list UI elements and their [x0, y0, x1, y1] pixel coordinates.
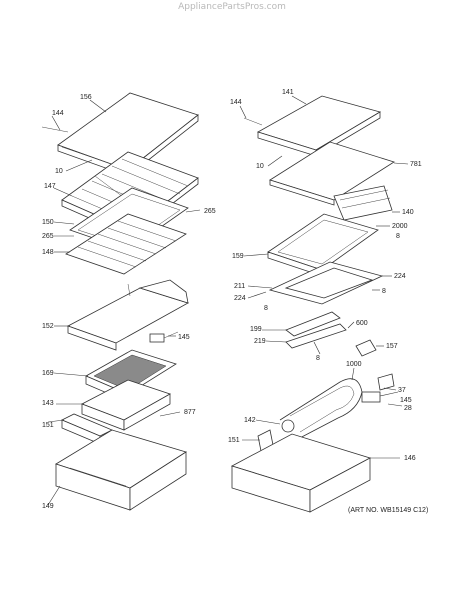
callout-142: 142 — [244, 417, 256, 424]
callout-10-right: 10 — [256, 163, 264, 170]
callout-8-c: 8 — [264, 305, 268, 312]
callout-147: 147 — [44, 183, 56, 190]
callout-157: 157 — [386, 343, 398, 350]
griddle-plate — [269, 141, 395, 206]
callout-2000: 2000 — [392, 223, 408, 230]
cover-right — [243, 95, 382, 157]
callout-152: 152 — [42, 323, 54, 330]
grease-trough — [333, 185, 393, 221]
callout-8-b: 8 — [382, 288, 386, 295]
callout-10-left: 10 — [55, 168, 63, 175]
callout-8-d: 8 — [316, 355, 320, 362]
pan-left — [55, 429, 187, 511]
burner-bars — [285, 311, 347, 349]
callout-151-right: 151 — [228, 437, 240, 444]
callout-781: 781 — [410, 161, 422, 168]
callout-28: 28 — [404, 405, 412, 412]
pan-right — [230, 433, 372, 513]
callout-145-right: 145 — [400, 397, 412, 404]
callout-265-b: 265 — [42, 233, 54, 240]
watermark: AppliancePartsPros.com — [178, 2, 286, 12]
burner-box — [81, 379, 171, 431]
radiant-plate — [85, 349, 177, 403]
callout-1000: 1000 — [346, 361, 362, 368]
callout-141: 141 — [282, 89, 294, 96]
callout-600: 600 — [356, 320, 368, 327]
art-number: (ART NO. WB15149 C12) — [348, 507, 429, 514]
heat-shield — [268, 261, 384, 305]
callout-149: 149 — [42, 503, 54, 510]
burner-grid — [65, 213, 187, 275]
callout-169: 169 — [42, 370, 54, 377]
clip — [377, 373, 395, 391]
callout-151-left: 151 — [42, 422, 54, 429]
callout-156: 156 — [80, 94, 92, 101]
callout-224-a: 224 — [394, 273, 406, 280]
callout-265-a: 265 — [204, 208, 216, 215]
valve-bracket — [355, 339, 377, 357]
callout-144-left: 144 — [52, 110, 64, 117]
drip-tray — [67, 279, 190, 351]
callout-146: 146 — [404, 455, 416, 462]
callout-144-right: 144 — [230, 99, 242, 106]
callout-37: 37 — [398, 387, 406, 394]
igniter-left — [149, 331, 179, 343]
callout-877: 877 — [184, 409, 196, 416]
callout-159: 159 — [232, 253, 244, 260]
callout-145-left: 145 — [178, 334, 190, 341]
callout-8-a: 8 — [396, 233, 400, 240]
callout-199: 199 — [250, 326, 262, 333]
callout-150: 150 — [42, 219, 54, 226]
leader-lines — [47, 95, 409, 506]
callout-224-b: 224 — [234, 295, 246, 302]
callout-211: 211 — [234, 283, 245, 290]
callout-labels: 156 144 10 147 265 150 265 148 152 145 1… — [42, 89, 422, 510]
callout-143: 143 — [42, 400, 54, 407]
callout-140: 140 — [402, 209, 414, 216]
u-burner-tube — [279, 378, 381, 441]
callout-148: 148 — [42, 249, 54, 256]
callout-219: 219 — [254, 338, 266, 345]
